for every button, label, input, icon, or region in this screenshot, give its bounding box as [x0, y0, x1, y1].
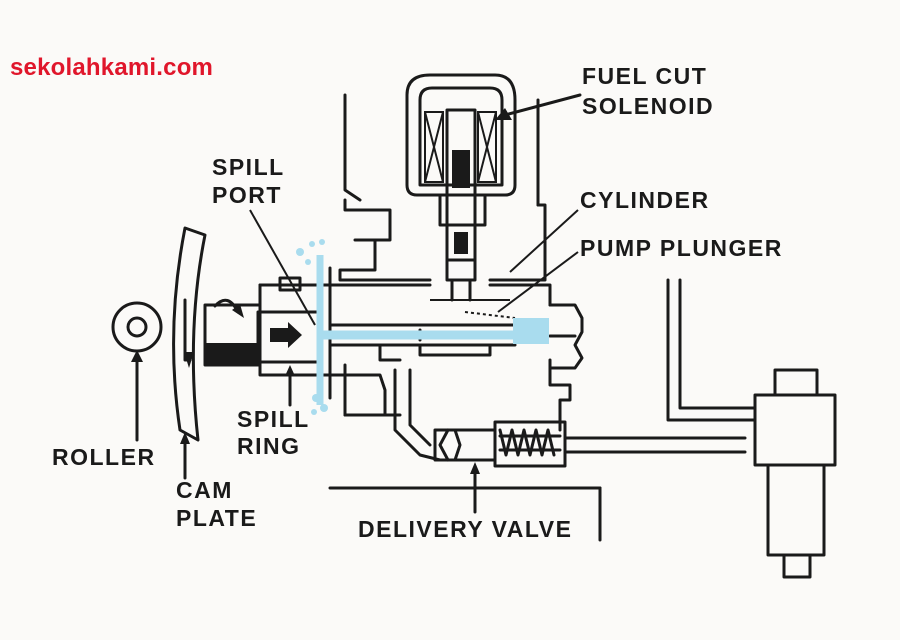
label-fuel-cut-solenoid-line2: SOLENOID: [582, 93, 714, 119]
label-delivery-valve: DELIVERY VALVE: [358, 516, 572, 542]
label-pump-plunger: PUMP PLUNGER: [580, 235, 783, 261]
leader-lines: [131, 93, 582, 514]
fuel-cut-solenoid: [405, 73, 517, 302]
label-roller: ROLLER: [52, 444, 156, 470]
label-cylinder: CYLINDER: [580, 187, 710, 213]
fuel-path-highlight: [296, 239, 549, 415]
pump-plunger: [203, 298, 322, 367]
label-spill-port-line1: SPILL: [212, 154, 285, 180]
injector: [666, 278, 837, 579]
label-cam-plate-line2: PLATE: [176, 505, 257, 531]
roller: [111, 301, 163, 353]
label-spill-ring-line1: SPILL: [237, 406, 310, 432]
delivery-valve: [393, 368, 747, 468]
cam-plate: [172, 226, 207, 442]
label-fuel-cut-solenoid-line1: FUEL CUT: [582, 63, 707, 89]
label-spill-ring-line2: RING: [237, 433, 301, 459]
pump-housing: [258, 93, 602, 542]
watermark-text: sekolahkami.com: [10, 54, 214, 81]
label-cam-plate-line1: CAM: [176, 477, 233, 503]
end-nut: [548, 303, 584, 370]
label-spill-port-line2: PORT: [212, 182, 282, 208]
